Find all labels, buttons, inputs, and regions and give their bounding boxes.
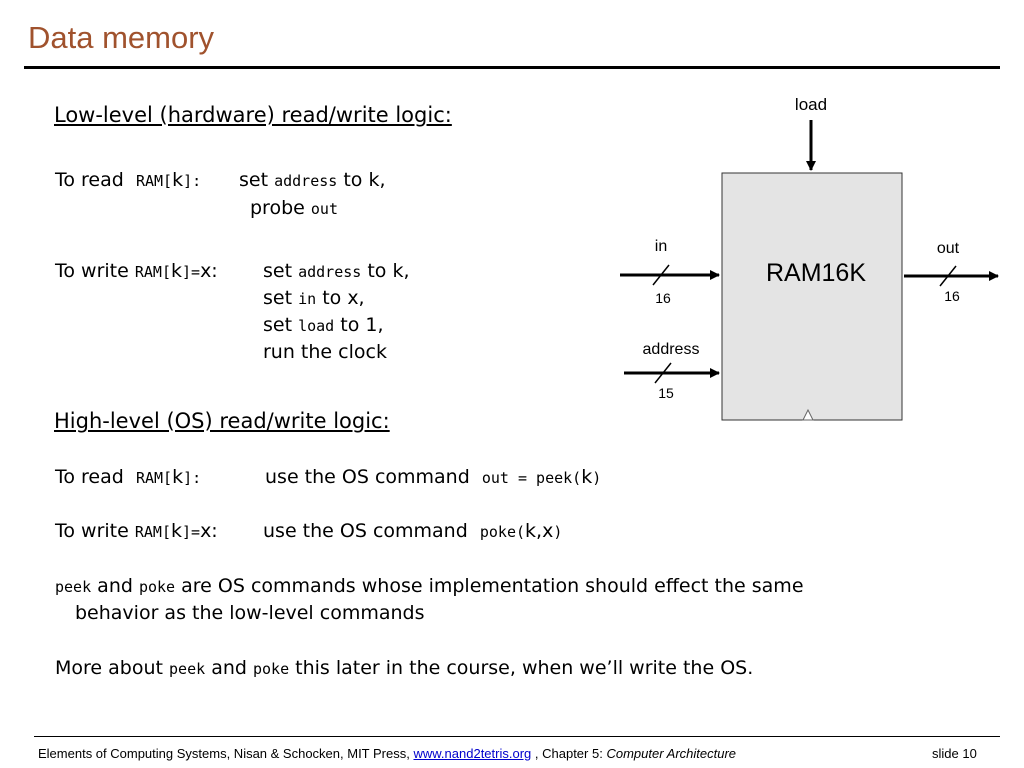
note-rest: are OS commands whose implementation sho…	[181, 575, 804, 597]
high-level-write-line: To write RAM[k]=x:	[55, 519, 218, 544]
address-code: address	[298, 263, 362, 281]
high-level-read-line: To read RAM[k]:	[55, 465, 201, 490]
ram16k-chip	[721, 172, 903, 421]
use-command: use the OS command	[265, 466, 470, 488]
in-bus-slash	[652, 264, 670, 286]
chip-name: RAM16K	[766, 259, 866, 287]
note-line-1: peek and poke are OS commands whose impl…	[55, 574, 804, 599]
low-level-write-line: To write RAM[k]=x:	[55, 259, 218, 284]
low-level-read-line: To read RAM[k]:	[55, 168, 201, 193]
slide-title: Data memory	[28, 20, 215, 55]
address-bus-slash	[654, 362, 672, 384]
write-step-in: set in to x,	[263, 286, 365, 311]
ram-code: RAM[	[135, 172, 173, 190]
footer-text: Elements of Computing Systems, Nisan & S…	[38, 746, 410, 761]
write-prefix: To write	[55, 260, 129, 282]
in-label: in	[655, 238, 667, 255]
x-var: x:	[200, 520, 218, 542]
set-word: set	[263, 314, 293, 336]
and-word: and	[97, 575, 133, 597]
use-command: use the OS command	[263, 520, 468, 542]
more-rest: this later in the course, when we’ll wri…	[295, 657, 754, 679]
write-step-address: set address to k,	[263, 259, 410, 284]
more-prefix: More about	[55, 657, 163, 679]
ram-code: RAM[	[135, 469, 173, 487]
high-level-read-command: use the OS command out = peek(k)	[265, 465, 601, 490]
to-k: to k,	[343, 169, 386, 191]
write-step-clock: run the clock	[263, 341, 387, 363]
slide-number: slide 10	[932, 746, 977, 761]
out-code: out	[310, 200, 338, 218]
ram-close-eq: ]=	[182, 263, 201, 281]
low-level-read-action: set address to k,	[239, 168, 386, 193]
poke-paren: )	[553, 523, 563, 541]
footer-citation: Elements of Computing Systems, Nisan & S…	[38, 746, 736, 761]
out-label: out	[937, 240, 960, 257]
footer-chapter-prefix: , Chapter 5:	[534, 746, 603, 761]
probe-word: probe	[250, 197, 305, 219]
low-level-heading: Low-level (hardware) read/write logic:	[54, 103, 452, 127]
load-label: load	[795, 95, 827, 114]
clock-triangle-icon	[802, 408, 814, 421]
poke-code: poke	[138, 578, 176, 596]
high-level-write-command: use the OS command poke(k,x)	[263, 519, 562, 544]
peek-paren: )	[592, 469, 602, 487]
x-var: x:	[200, 260, 218, 282]
address-label: address	[643, 341, 700, 358]
address-width-label: 15	[658, 385, 674, 401]
out-width-label: 16	[944, 288, 960, 304]
ram-code: RAM[	[134, 523, 171, 541]
title-divider	[24, 66, 1000, 69]
read-prefix: To read	[55, 169, 124, 191]
load-code: load	[298, 317, 335, 335]
k-var: k	[172, 466, 184, 488]
set-word: set	[263, 287, 293, 309]
peek-code: peek	[169, 660, 206, 678]
high-level-heading: High-level (OS) read/write logic:	[54, 409, 390, 433]
footer-chapter-title: Computer Architecture	[606, 746, 737, 761]
set-word: set	[239, 169, 269, 191]
more-about-line: More about peek and poke this later in t…	[55, 656, 753, 681]
to-1: to 1,	[340, 314, 384, 336]
out-bus-slash	[939, 265, 957, 287]
peek-arg: k	[581, 466, 593, 488]
ram16k-diagram: RAM16K load in 16 address 15 out 16	[620, 95, 999, 421]
read-prefix: To read	[55, 466, 124, 488]
peek-code: peek	[55, 578, 92, 596]
in-code: in	[298, 290, 317, 308]
note-line-2: behavior as the low-level commands	[75, 602, 425, 624]
ram-code: RAM[	[134, 263, 171, 281]
k-var: k	[172, 169, 184, 191]
poke-code: poke(	[479, 523, 526, 541]
and-word: and	[211, 657, 247, 679]
poke-arg: k,x	[525, 520, 554, 542]
to-x: to x,	[322, 287, 365, 309]
to-k: to k,	[367, 260, 410, 282]
write-step-load: set load to 1,	[263, 313, 384, 338]
k-var: k	[170, 520, 182, 542]
address-code: address	[274, 172, 338, 190]
k-var: k	[170, 260, 182, 282]
in-width-label: 16	[655, 290, 671, 306]
ram-close-eq: ]=	[182, 523, 201, 541]
footer-link[interactable]: www.nand2tetris.org	[413, 746, 532, 761]
ram-close: ]:	[183, 172, 202, 190]
footer-divider	[34, 736, 1000, 737]
poke-code: poke	[252, 660, 290, 678]
peek-code: out = peek(	[481, 469, 582, 487]
write-prefix: To write	[55, 520, 129, 542]
ram-close: ]:	[183, 469, 202, 487]
low-level-read-probe: probe out	[250, 196, 338, 221]
set-word: set	[263, 260, 293, 282]
